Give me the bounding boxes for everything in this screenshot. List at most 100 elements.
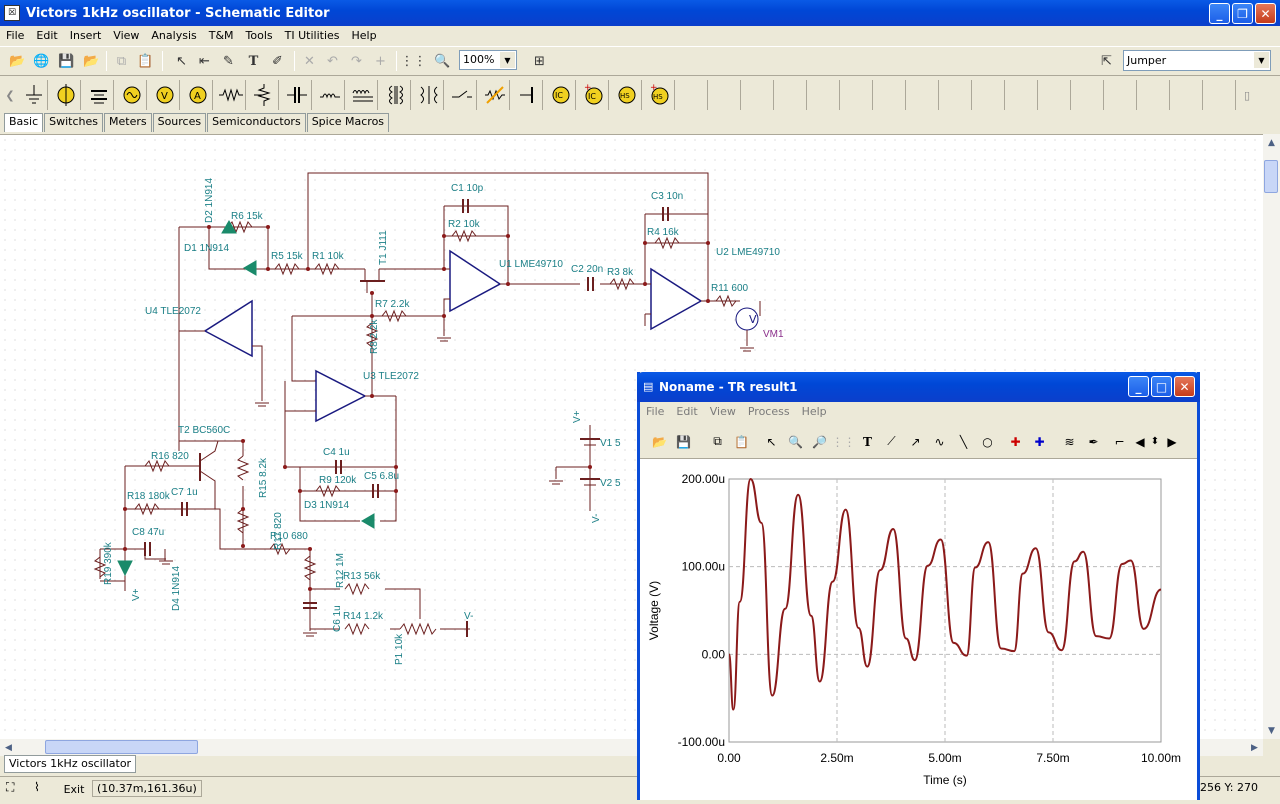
menu-help[interactable]: Help xyxy=(351,29,377,42)
copy-icon[interactable]: ⧉ xyxy=(116,54,127,69)
plus-icon[interactable]: + xyxy=(375,54,386,69)
terminal-icon[interactable] xyxy=(513,80,543,110)
menu-file[interactable]: File xyxy=(6,29,25,42)
ground-icon[interactable] xyxy=(19,80,49,110)
zoom-out-icon[interactable]: 🔎 xyxy=(812,434,827,449)
maximize-button[interactable]: ❐ xyxy=(1232,3,1253,24)
voltmeter-icon[interactable]: V xyxy=(150,80,180,110)
chevron-down-icon[interactable]: ▼ xyxy=(1254,52,1269,68)
select-arrow-icon[interactable]: ↖ xyxy=(766,434,777,449)
open-folder-icon[interactable]: 📂 xyxy=(652,434,667,449)
updown-icon[interactable]: ⬍ xyxy=(1150,436,1160,447)
zoom-select[interactable]: 100% ▼ xyxy=(459,50,517,70)
menu-ti-utilities[interactable]: TI Utilities xyxy=(284,29,340,42)
save-icon[interactable]: 💾 xyxy=(58,54,75,69)
vertical-scroll-thumb[interactable] xyxy=(1264,160,1278,193)
horizontal-scroll-thumb[interactable] xyxy=(45,740,198,754)
menu-analysis[interactable]: Analysis xyxy=(151,29,197,42)
waveform-icon[interactable]: ⌇ xyxy=(34,780,40,794)
battery-icon[interactable] xyxy=(51,80,81,110)
macro-icon[interactable]: HS xyxy=(612,80,642,110)
macro-plus-icon[interactable]: HS+ xyxy=(645,80,675,110)
capacitor-icon[interactable] xyxy=(282,80,312,110)
resistor-icon[interactable] xyxy=(216,80,246,110)
scroll-left-icon[interactable]: ❮ xyxy=(5,88,15,102)
scroll-left-icon[interactable]: ◀ xyxy=(5,742,12,753)
menu-tools[interactable]: Tools xyxy=(245,29,273,42)
delete-icon[interactable]: ✕ xyxy=(304,54,315,69)
pen-icon[interactable]: ✒ xyxy=(1088,434,1099,449)
open-folder-icon[interactable]: 📂 xyxy=(9,54,26,69)
redo-icon[interactable]: ↷ xyxy=(351,54,362,69)
voltage-source-icon[interactable] xyxy=(84,80,114,110)
inductor-icon[interactable] xyxy=(315,80,345,110)
tab-switches[interactable]: Switches xyxy=(44,113,103,132)
menu-view[interactable]: View xyxy=(113,29,140,42)
line-tool-icon[interactable]: ⟋ xyxy=(887,434,896,448)
text-tool-icon[interactable]: T xyxy=(863,434,872,449)
pointer-icon[interactable]: ⛶ xyxy=(6,780,15,794)
tr-menu-help[interactable]: Help xyxy=(801,404,827,418)
menu-insert[interactable]: Insert xyxy=(69,29,102,42)
tab-sources[interactable]: Sources xyxy=(152,113,207,132)
tr-minimize-button[interactable]: _ xyxy=(1128,376,1149,397)
undo-icon[interactable]: ↶ xyxy=(327,54,338,69)
minimize-button[interactable]: _ xyxy=(1209,3,1230,24)
current-source-icon[interactable] xyxy=(117,80,147,110)
scroll-right-icon[interactable]: ▯ xyxy=(1243,88,1251,102)
circle-tool-icon[interactable]: ○ xyxy=(982,434,993,449)
wire-select-icon[interactable]: ⇤ xyxy=(199,54,210,69)
ideal-transformer-icon[interactable] xyxy=(414,80,444,110)
ic-plus-icon[interactable]: IC+ xyxy=(579,80,609,110)
coupled-inductor-icon[interactable] xyxy=(348,80,378,110)
zoom-icon[interactable]: 🔍 xyxy=(434,54,451,69)
paste-icon[interactable]: 📋 xyxy=(137,54,154,69)
menu-edit[interactable]: Edit xyxy=(36,29,58,42)
variable-resistor-icon[interactable] xyxy=(480,80,510,110)
pencil-icon[interactable]: ✎ xyxy=(223,54,234,69)
edit-text-icon[interactable]: ✐ xyxy=(272,54,283,69)
tr-menu-file[interactable]: File xyxy=(646,404,665,418)
tr-close-button[interactable]: ✕ xyxy=(1174,376,1195,397)
tab-meters[interactable]: Meters xyxy=(104,113,152,132)
arrow-tool-icon[interactable]: ↗ xyxy=(910,434,921,449)
switch-icon[interactable] xyxy=(447,80,477,110)
component-wizard-icon[interactable]: ⊞ xyxy=(534,54,545,69)
scroll-up-icon[interactable]: ▲ xyxy=(1268,137,1275,148)
potentiometer-icon[interactable] xyxy=(249,80,279,110)
scroll-right-icon[interactable]: ▶ xyxy=(1251,742,1258,753)
scroll-down-icon[interactable]: ▼ xyxy=(1268,725,1275,736)
text-tool-icon[interactable]: T xyxy=(248,54,259,69)
document-tab[interactable]: Victors 1kHz oscillator xyxy=(4,755,137,773)
tab-basic[interactable]: Basic xyxy=(4,113,44,132)
grid-icon[interactable]: ⋮⋮ xyxy=(831,434,856,449)
close-button[interactable]: ✕ xyxy=(1255,3,1276,24)
open-icon[interactable]: 📂 xyxy=(83,54,100,69)
menu-tm[interactable]: T&M xyxy=(208,29,234,42)
transformer-icon[interactable] xyxy=(381,80,411,110)
save-icon[interactable]: 💾 xyxy=(676,434,691,449)
tr-menu-process[interactable]: Process xyxy=(747,404,790,418)
tr-maximize-button[interactable]: □ xyxy=(1151,376,1172,397)
cursor-a-icon[interactable]: ✚ xyxy=(1010,434,1021,449)
tr-menu-edit[interactable]: Edit xyxy=(676,404,698,418)
ammeter-icon[interactable]: A xyxy=(183,80,213,110)
prev-icon[interactable]: ◀ xyxy=(1135,434,1145,449)
paste-icon[interactable]: 📋 xyxy=(734,434,749,449)
step-icon[interactable]: ⌐ xyxy=(1114,434,1125,449)
copy-icon[interactable]: ⧉ xyxy=(713,434,722,448)
cursor-b-icon[interactable]: ✚ xyxy=(1034,434,1045,449)
curve-tool-icon[interactable]: ∿ xyxy=(934,434,945,449)
draw-line-icon[interactable]: ╲ xyxy=(959,434,968,449)
next-icon[interactable]: ▶ xyxy=(1167,434,1177,449)
tr-menu-view[interactable]: View xyxy=(709,404,736,418)
grid-icon[interactable]: ⋮⋮ xyxy=(400,54,427,69)
web-icon[interactable]: 🌐 xyxy=(33,54,50,69)
exit-button[interactable]: Exit xyxy=(63,782,85,796)
chevron-down-icon[interactable]: ▼ xyxy=(500,52,515,68)
curves-icon[interactable]: ≋ xyxy=(1064,434,1075,449)
vertical-scrollbar[interactable]: ▲ ▼ xyxy=(1263,134,1280,739)
component-select[interactable]: Jumper ▼ xyxy=(1123,50,1271,71)
tab-semiconductors[interactable]: Semiconductors xyxy=(207,113,306,132)
